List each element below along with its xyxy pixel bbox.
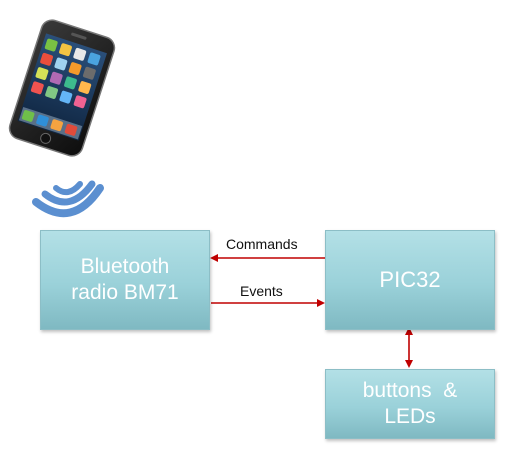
io-block-line2: LEDs — [384, 405, 436, 428]
pic32-block-label: PIC32 — [379, 267, 441, 292]
events-label: Events — [240, 283, 283, 299]
bluetooth-block-line1: Bluetooth — [80, 255, 170, 278]
buttons-leds-block: buttons & LEDs — [325, 369, 495, 439]
bluetooth-radio-block: Bluetooth radio BM71 — [40, 230, 210, 330]
commands-label: Commands — [226, 236, 298, 252]
io-block-line1: buttons & — [362, 379, 458, 402]
bluetooth-block-line2: radio BM71 — [71, 281, 179, 304]
pic32-block: PIC32 — [325, 230, 495, 330]
